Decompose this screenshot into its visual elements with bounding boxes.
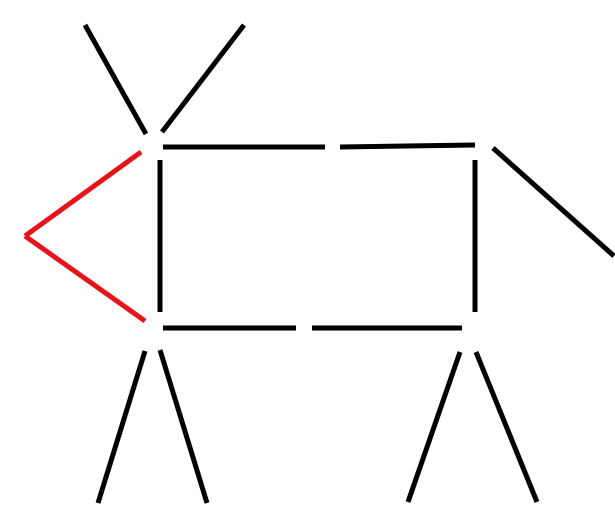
back-leg-left-stick xyxy=(408,352,460,502)
back-leg-right-stick xyxy=(476,352,537,502)
front-leg-right-stick xyxy=(160,350,207,503)
front-leg-left-stick xyxy=(98,351,145,503)
left-horn-stick xyxy=(85,25,146,134)
right-horn-stick xyxy=(162,25,244,132)
head-lower-stick xyxy=(25,236,145,321)
body-top-right-stick xyxy=(340,145,475,147)
tail-stick xyxy=(493,148,614,256)
head-upper-stick xyxy=(25,152,141,236)
